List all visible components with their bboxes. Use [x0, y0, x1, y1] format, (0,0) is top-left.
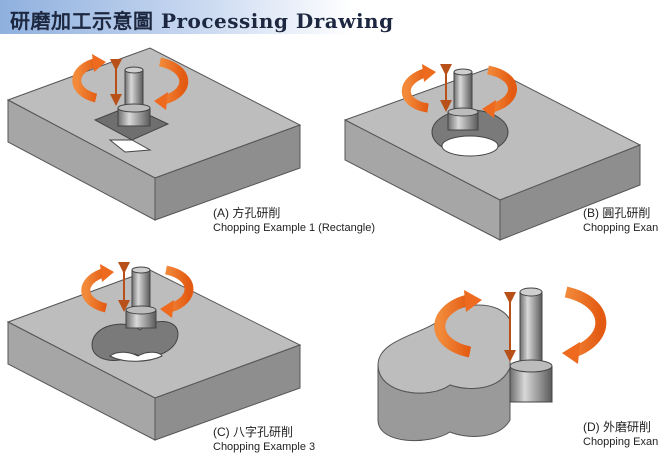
- example-a-label: (A) 方孔研削: [213, 206, 281, 220]
- page-title: 研磨加工示意圖 Processing Drawing: [10, 9, 394, 33]
- example-a-caption: (A) 方孔研削 Chopping Example 1 (Rectangle): [213, 205, 375, 236]
- example-c-label: (C) 八字孔研削: [213, 425, 293, 439]
- example-b-subtitle: Chopping Exan: [583, 222, 659, 234]
- example-c-illustration: [6, 262, 302, 441]
- example-c-subtitle: Chopping Example 3: [213, 441, 316, 453]
- example-a-subtitle: Chopping Example 1 (Rectangle): [213, 222, 376, 234]
- example-c-caption: (C) 八字孔研削 Chopping Example 3: [213, 424, 315, 455]
- example-d-illustration: [377, 286, 607, 442]
- title-banner: 研磨加工示意圖 Processing Drawing: [0, 0, 393, 34]
- example-d-subtitle: Chopping Exan: [583, 436, 659, 448]
- example-a-illustration: [6, 47, 302, 221]
- example-b-illustration: [343, 64, 642, 241]
- example-b-label: (B) 圓孔研削: [583, 206, 651, 220]
- example-d-caption: (D) 外磨研削 Chopping Exan: [583, 419, 658, 450]
- example-b-caption: (B) 圓孔研削 Chopping Exan: [583, 205, 658, 236]
- example-d-label: (D) 外磨研削: [583, 420, 651, 434]
